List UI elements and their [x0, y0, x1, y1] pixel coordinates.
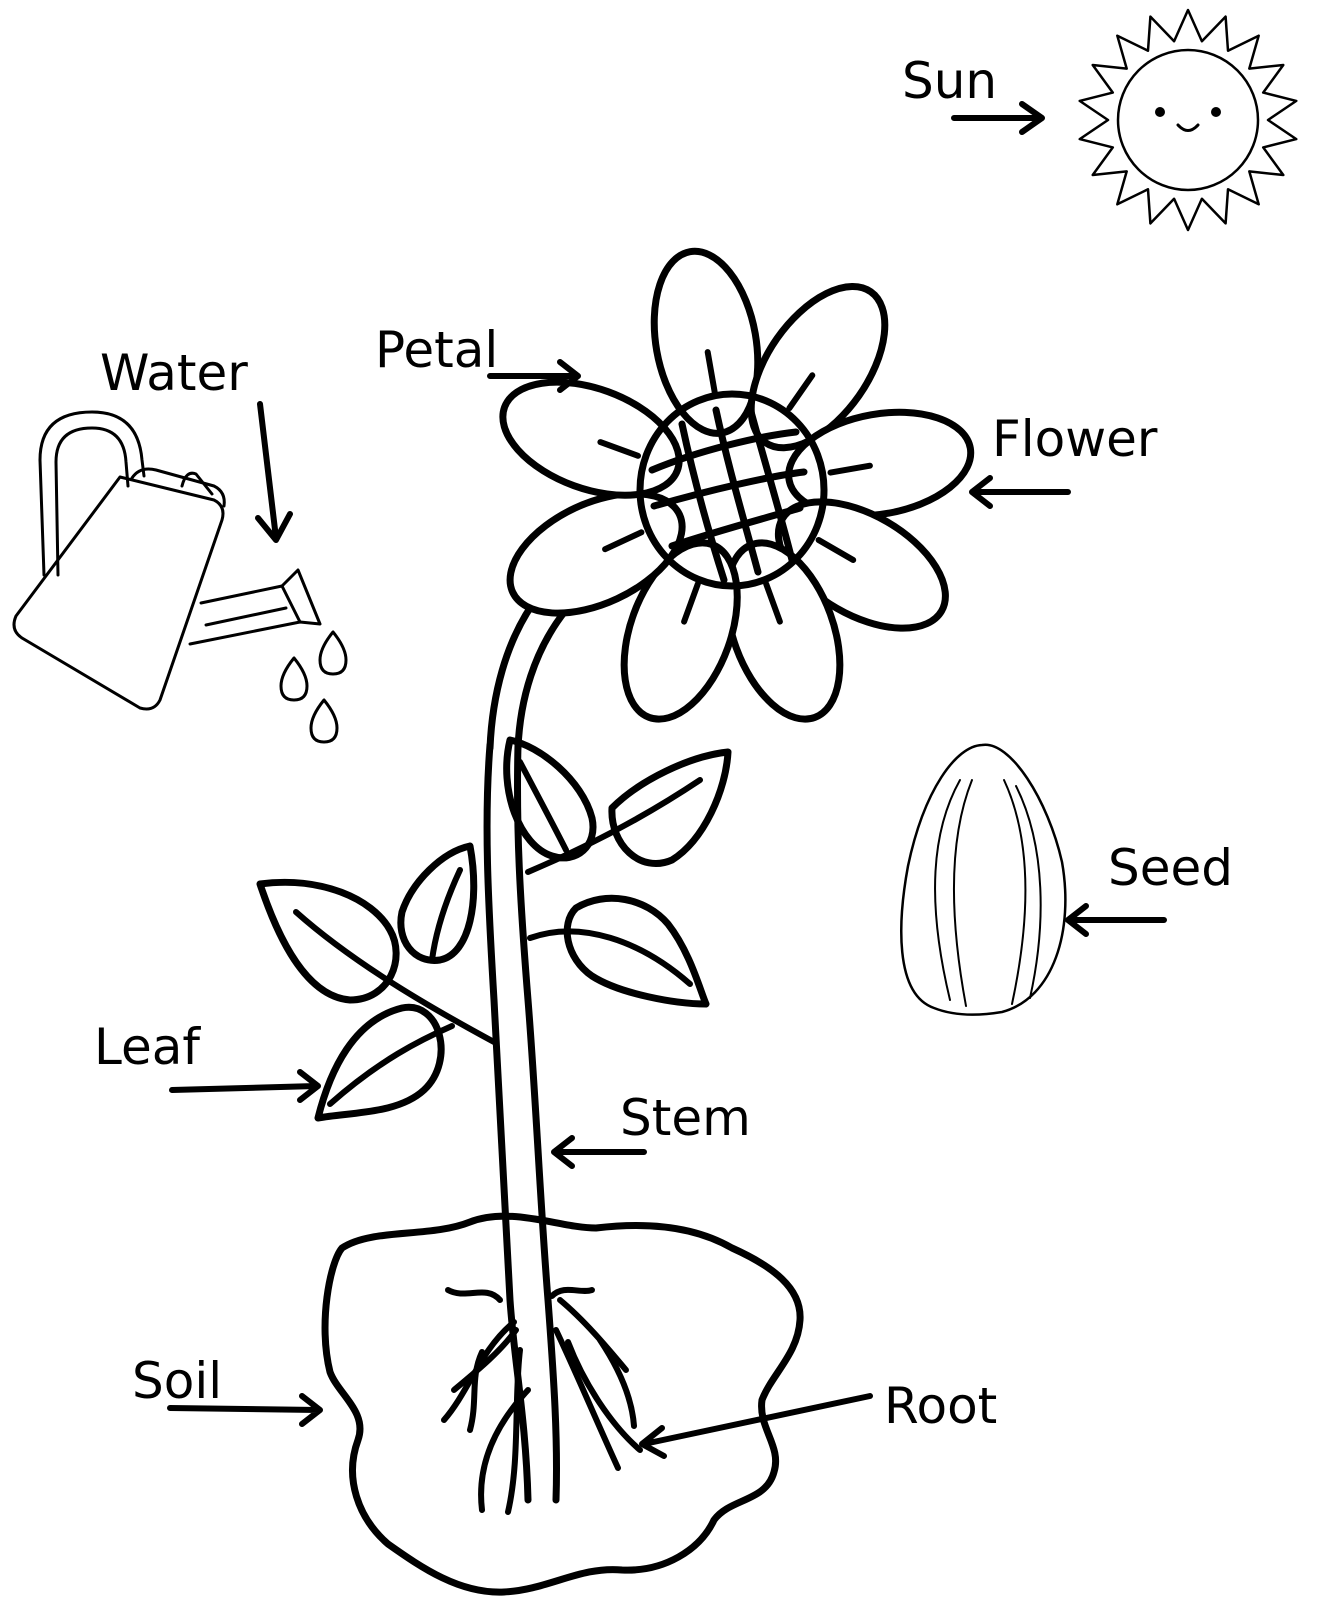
seed-icon	[901, 745, 1065, 1015]
water-arrow	[258, 404, 290, 540]
label-soil: Soil	[132, 1356, 222, 1406]
seed-arrow	[1068, 906, 1164, 934]
label-water: Water	[100, 348, 248, 398]
leaf-arrow	[172, 1072, 318, 1100]
label-root: Root	[884, 1381, 997, 1431]
label-petal: Petal	[375, 325, 498, 375]
label-sun: Sun	[902, 56, 997, 106]
water-drop-icon	[281, 632, 346, 742]
root-arrow	[642, 1396, 870, 1456]
label-stem: Stem	[620, 1093, 751, 1143]
flower-icon	[487, 243, 979, 735]
label-leaf: Leaf	[94, 1022, 200, 1072]
soil-shape	[325, 1216, 800, 1592]
flower-arrow	[972, 478, 1068, 506]
stem	[487, 540, 604, 1500]
label-seed: Seed	[1108, 843, 1233, 893]
roots	[444, 1290, 640, 1512]
watering-can-icon	[14, 412, 346, 742]
label-flower: Flower	[992, 414, 1157, 464]
sun-icon	[1080, 10, 1297, 230]
